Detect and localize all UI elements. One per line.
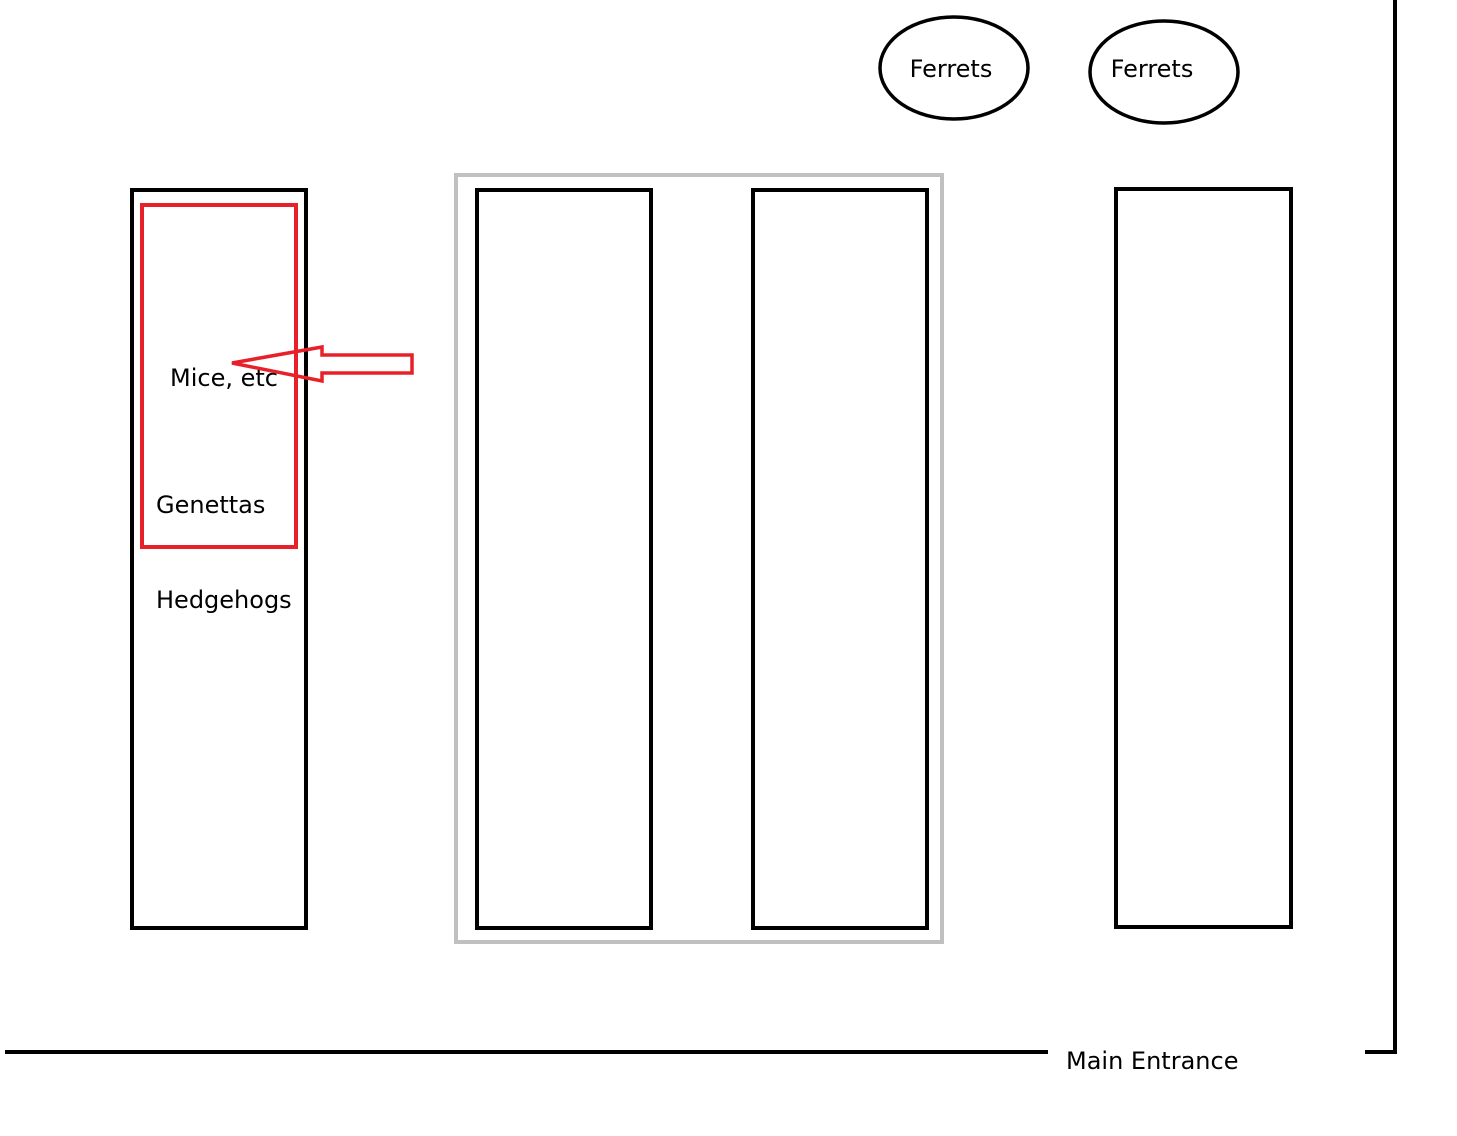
hedgehogs-label: Hedgehogs (156, 586, 292, 614)
ferrets-left-label: Ferrets (910, 55, 993, 83)
middle-group-frame (454, 173, 944, 944)
shelf-middle-left (475, 188, 653, 930)
shelf-left (130, 188, 308, 930)
main-entrance-label: Main Entrance (1066, 1047, 1238, 1075)
shelf-middle-right (751, 188, 929, 930)
ferret-enclosure-right (1088, 19, 1240, 125)
genettas-label: Genettas (156, 491, 265, 519)
red-arrow-icon (231, 344, 414, 384)
ferrets-right-label: Ferrets (1111, 55, 1194, 83)
ferret-enclosure-left (878, 15, 1030, 121)
shelf-right (1114, 187, 1293, 929)
